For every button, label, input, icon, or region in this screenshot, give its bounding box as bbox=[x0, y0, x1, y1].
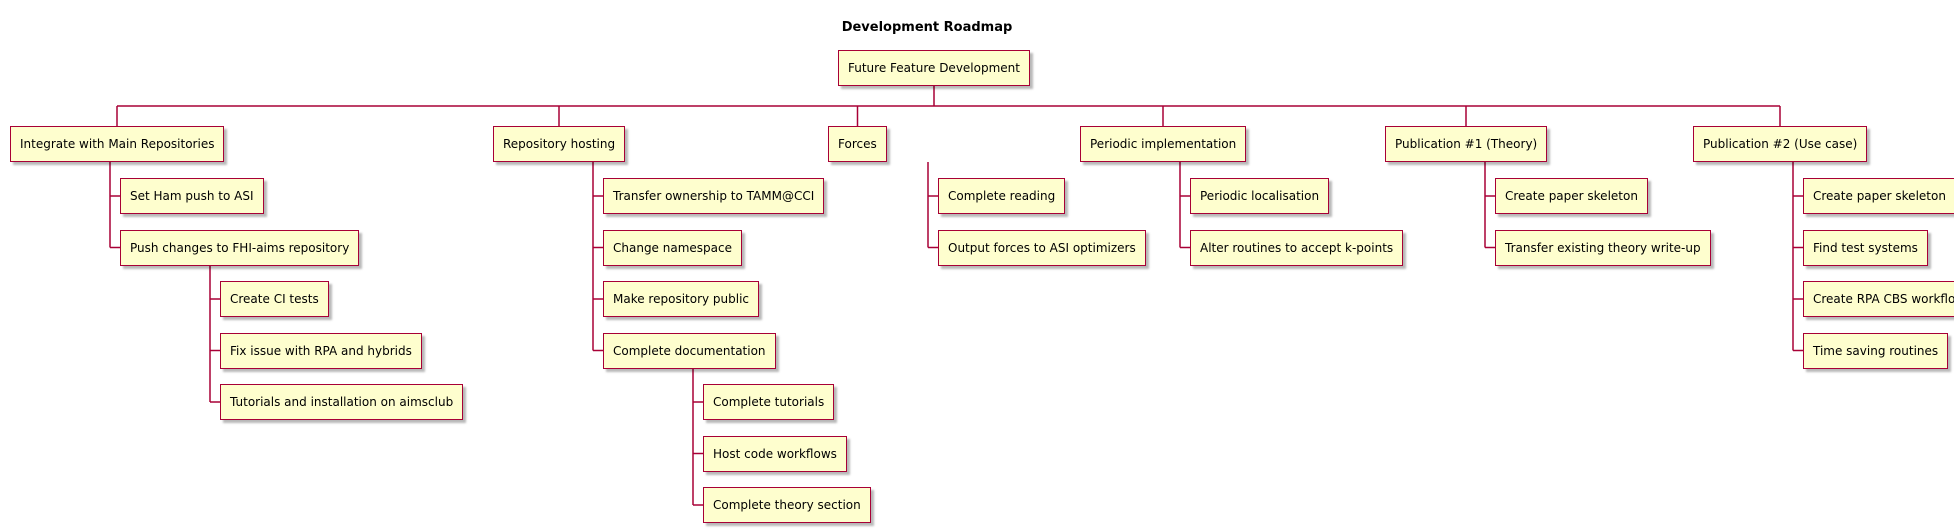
node-host-code-workflows: Host code workflows bbox=[703, 435, 847, 472]
node-publication-1-theory: Publication #1 (Theory) bbox=[1385, 126, 1548, 162]
node-find-test-systems: Find test systems bbox=[1803, 229, 1928, 266]
node-periodic-localisation: Periodic localisation bbox=[1190, 178, 1330, 214]
node-publication-2-use-case: Publication #2 (Use case) bbox=[1693, 126, 1868, 162]
node-create-paper-skeleton: Create paper skeleton bbox=[1495, 178, 1648, 214]
diagram-title: Development Roadmap bbox=[841, 20, 1013, 35]
node-transfer-ownership-to-tamm-cci: Transfer ownership to TAMM@CCI bbox=[603, 178, 825, 214]
node-push-changes-to-fhi-aims-repository: Push changes to FHI-aims repository bbox=[120, 229, 360, 266]
node-complete-documentation: Complete documentation bbox=[603, 332, 776, 369]
node-root: Future Feature Development bbox=[838, 50, 1030, 86]
node-complete-tutorials: Complete tutorials bbox=[703, 384, 835, 420]
node-transfer-existing-theory-write-up: Transfer existing theory write-up bbox=[1495, 229, 1711, 266]
node-set-ham-push-to-asi: Set Ham push to ASI bbox=[120, 178, 264, 214]
node-alter-routines-to-accept-k-points: Alter routines to accept k-points bbox=[1190, 229, 1404, 266]
node-tutorials-and-installation-on-aimsclub: Tutorials and installation on aimsclub bbox=[220, 384, 464, 420]
node-fix-issue-with-rpa-and-hybrids: Fix issue with RPA and hybrids bbox=[220, 332, 422, 369]
node-create-ci-tests: Create CI tests bbox=[220, 281, 329, 317]
node-complete-reading: Complete reading bbox=[938, 178, 1066, 214]
node-create-rpa-cbs-workflow: Create RPA CBS workflow bbox=[1803, 281, 1954, 317]
node-complete-theory-section: Complete theory section bbox=[703, 487, 871, 523]
node-repository-hosting: Repository hosting bbox=[493, 126, 626, 162]
node-output-forces-to-asi-optimizers: Output forces to ASI optimizers bbox=[938, 229, 1146, 266]
node-integrate-with-main-repositories: Integrate with Main Repositories bbox=[10, 126, 225, 162]
node-create-paper-skeleton: Create paper skeleton bbox=[1803, 178, 1954, 214]
node-periodic-implementation: Periodic implementation bbox=[1080, 126, 1247, 162]
node-change-namespace: Change namespace bbox=[603, 229, 742, 266]
node-forces: Forces bbox=[828, 126, 887, 162]
node-time-saving-routines: Time saving routines bbox=[1803, 332, 1949, 369]
node-make-repository-public: Make repository public bbox=[603, 281, 760, 317]
